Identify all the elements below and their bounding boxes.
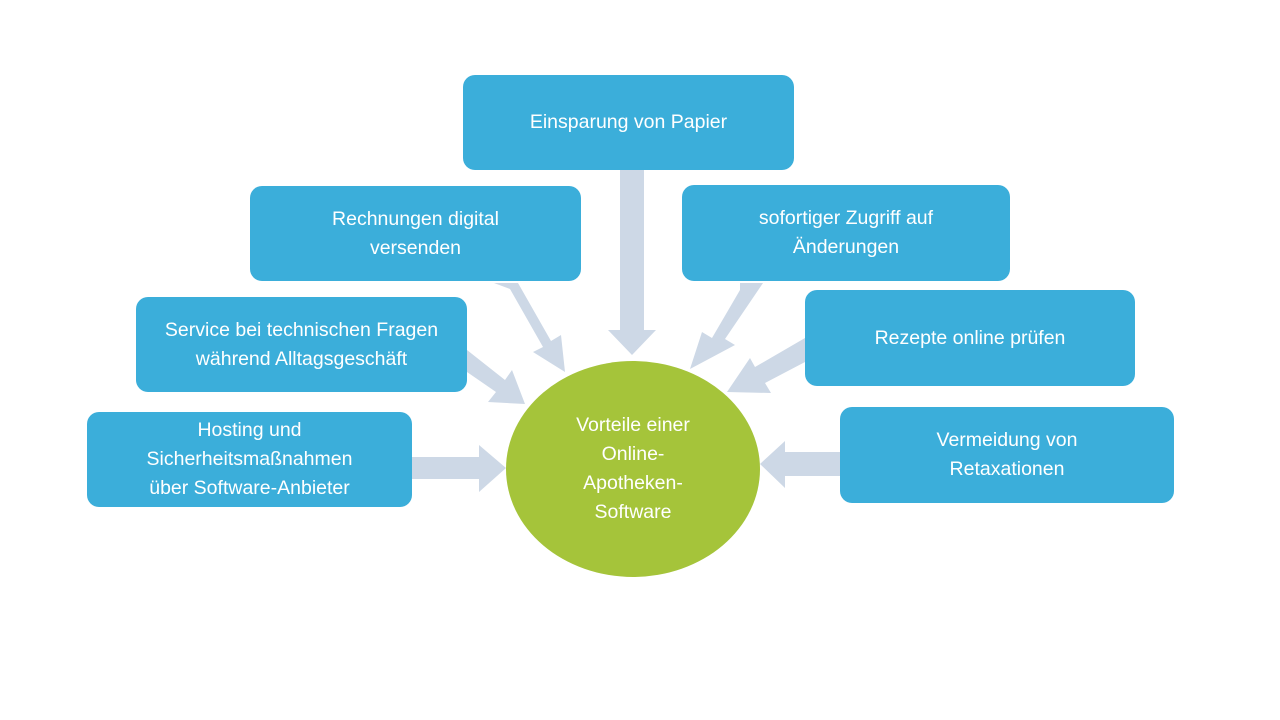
arrow-zugriff xyxy=(690,283,763,369)
arrow-rezepte xyxy=(727,338,805,393)
benefit-box-zugriff: sofortiger Zugriff auf Änderungen xyxy=(682,185,1010,281)
benefit-box-retax: Vermeidung von Retaxationen xyxy=(840,407,1174,503)
benefit-box-service: Service bei technischen Fragen während A… xyxy=(136,297,467,392)
center-circle: Vorteile einer Online-Apotheken-Software xyxy=(506,361,760,577)
benefit-label-rezepte: Rezepte online prüfen xyxy=(874,326,1066,349)
benefit-box-hosting: Hosting und Sicherheitsmaßnahmen über So… xyxy=(87,412,412,507)
arrow-retax xyxy=(760,441,840,488)
arrow-service xyxy=(467,350,525,404)
arrow-rechnungen xyxy=(494,283,565,372)
benefit-box-papier: Einsparung von Papier xyxy=(463,75,794,170)
arrow-hosting xyxy=(412,445,506,492)
benefit-label-retax: Vermeidung von Retaxationen xyxy=(936,429,1078,480)
center-label: Vorteile einer Online-Apotheken-Software xyxy=(576,414,690,523)
benefit-label-papier: Einsparung von Papier xyxy=(529,111,728,133)
arrow-papier xyxy=(608,170,656,355)
benefit-box-rezepte: Rezepte online prüfen xyxy=(805,290,1135,386)
benefit-label-rechnungen: Rechnungen digital versenden xyxy=(332,207,499,259)
benefit-label-hosting: Hosting und Sicherheitsmaßnahmen über So… xyxy=(146,419,353,499)
benefit-label-service: Service bei technischen Fragen während A… xyxy=(164,318,439,370)
benefit-box-rechnungen: Rechnungen digital versenden xyxy=(250,186,581,281)
benefit-label-zugriff: sofortiger Zugriff auf Änderungen xyxy=(758,207,934,258)
